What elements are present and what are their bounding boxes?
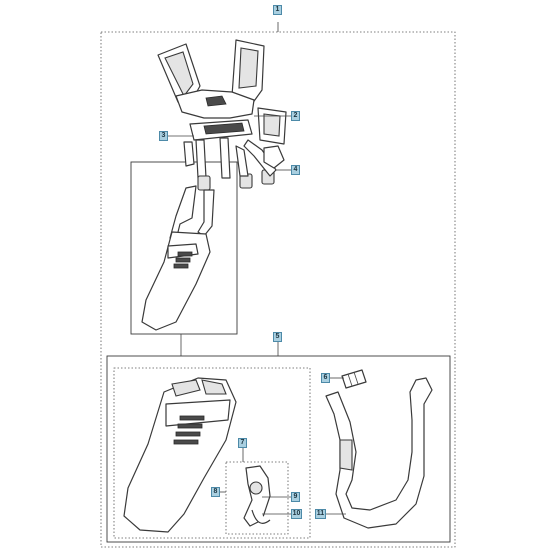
callout-1: 1 (273, 5, 282, 15)
assembly-boundary (100, 31, 456, 548)
callout-8: 8 (211, 487, 220, 497)
hip-plate (141, 231, 211, 331)
callout-4: 4 (291, 165, 300, 175)
callout-6: 6 (321, 373, 330, 383)
callout-5: 5 (273, 332, 282, 342)
kit-drawing (123, 369, 433, 533)
harness-drawing (141, 39, 287, 331)
harness-frame (130, 161, 238, 335)
hip-pad-dotted-frame (113, 367, 311, 539)
callout-10: 10 (291, 509, 302, 519)
callout-7: 7 (238, 438, 247, 448)
hose-strap (325, 377, 433, 529)
callout-11: 11 (315, 509, 326, 519)
hook-assembly (263, 145, 285, 169)
callout-3: 3 (159, 131, 168, 141)
kit-frame (106, 355, 451, 543)
callout-9: 9 (291, 492, 300, 502)
support-hook (243, 465, 271, 527)
callout-2: 2 (291, 111, 300, 121)
hook-dotted-frame (225, 461, 289, 535)
